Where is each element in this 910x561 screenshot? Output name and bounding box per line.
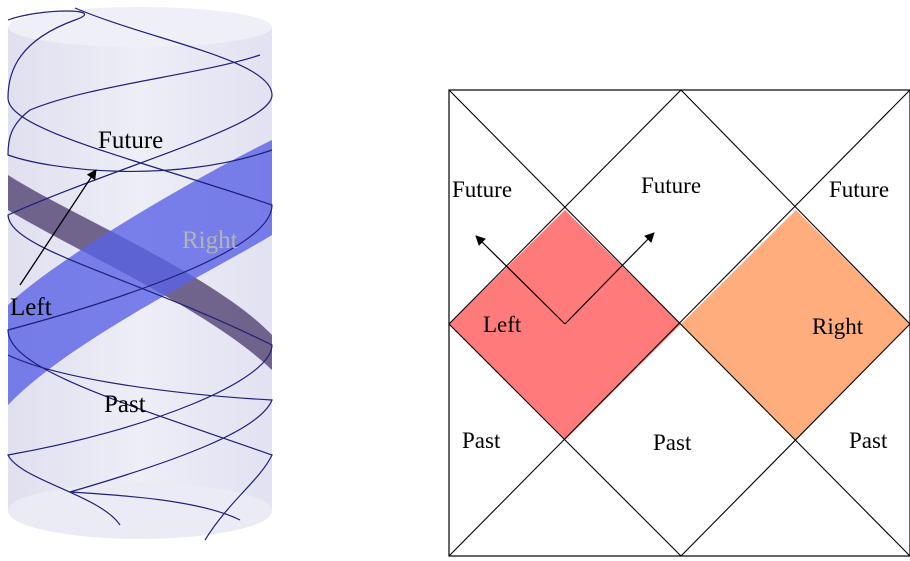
past-right-label: Past — [849, 428, 888, 453]
diag-5 — [448, 89, 682, 325]
left-region-label: Left — [483, 312, 522, 337]
helix-curve-b — [7, 10, 273, 541]
helix-curve-c — [7, 54, 273, 173]
future-left-label: Future — [452, 177, 512, 202]
left-label: Left — [10, 294, 52, 321]
future-label: Future — [98, 127, 163, 154]
cylinder-figure: Future Right Left Past — [7, 7, 273, 541]
penrose-diagram: Future Future Future Left Right Past Pas… — [448, 89, 910, 557]
diag-2 — [680, 89, 910, 325]
diag-4 — [448, 89, 910, 557]
diag-6 — [680, 323, 910, 557]
past-left-label: Past — [462, 428, 501, 453]
future-center-label: Future — [641, 173, 701, 198]
past-center-label: Past — [653, 430, 692, 455]
worldline-arrow — [19, 169, 97, 286]
helix-curves — [7, 7, 273, 541]
future-right-label: Future — [829, 177, 889, 202]
cylinder-top-cap — [8, 7, 272, 47]
diag-3 — [448, 323, 682, 557]
cylinder-bottom-cap — [8, 483, 272, 539]
past-label: Past — [104, 391, 146, 418]
front-band — [8, 140, 272, 405]
right-region-label: Right — [812, 314, 864, 339]
lightcone-arrow-right — [564, 232, 655, 325]
diagonal-lines — [448, 89, 910, 557]
helix-curve-a — [7, 7, 273, 526]
helix-curve-d — [7, 354, 273, 521]
left-region — [449, 210, 681, 440]
right-region — [681, 210, 910, 440]
lightcone-arrow-left — [475, 235, 566, 325]
diagram-frame — [448, 89, 910, 557]
right-label: Right — [182, 227, 238, 254]
